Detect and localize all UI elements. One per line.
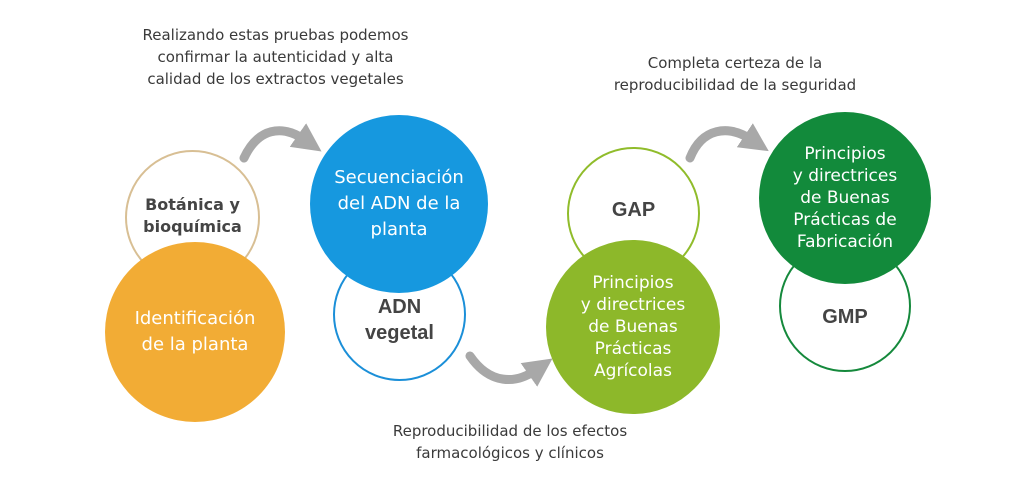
arrow-stage3-to-stage4 <box>685 123 769 163</box>
caption-top-right: Completa certeza de la reproducibilidad … <box>613 54 857 94</box>
arrow-stage1-to-stage2 <box>239 123 322 163</box>
stage4-filled-label: Principios y directrices de Buenas Práct… <box>792 144 898 252</box>
stage3-outline-label: GAP <box>611 198 656 221</box>
stage2-outline-label: ADN vegetal <box>365 295 434 344</box>
stage1-filled-circle: Identificación de la planta <box>105 242 285 422</box>
caption-bottom-center: Reproducibilidad de los efectos farmacol… <box>392 422 628 462</box>
stage3-filled-circle: Principios y directrices de Buenas Práct… <box>546 240 720 414</box>
stage2-filled-label: Secuenciación del ADN de la planta <box>334 167 464 240</box>
stage1-filled-label: Identificación de la planta <box>134 308 256 355</box>
stage3-filled-label: Principios y directrices de Buenas Práct… <box>580 273 686 381</box>
stage4-filled-circle: Principios y directrices de Buenas Práct… <box>759 112 931 284</box>
stage2-filled-circle: Secuenciación del ADN de la planta <box>310 115 488 293</box>
arrow-stage2-to-stage3 <box>465 351 553 387</box>
stage1-outline-label: Botánica y bioquímica <box>143 194 242 236</box>
stage4-outline-label: GMP <box>822 306 868 328</box>
caption-top-left: Realizando estas pruebas podemos confirm… <box>142 26 409 88</box>
